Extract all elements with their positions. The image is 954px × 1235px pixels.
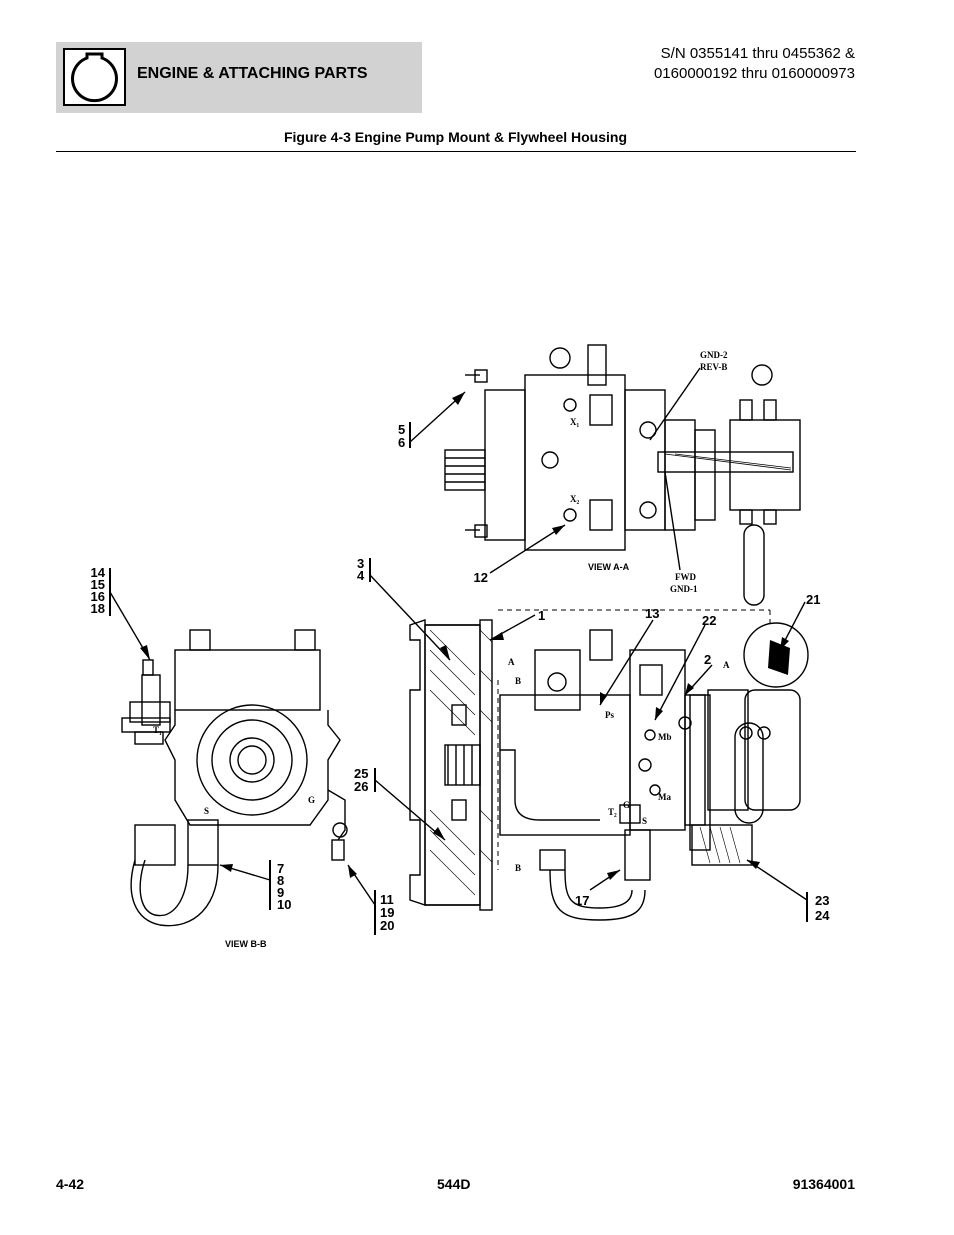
leader-arrows: [140, 392, 789, 880]
note-b-top: B: [515, 676, 521, 686]
serial-line-1: S/N 0355141 thru 0455362 &: [660, 45, 855, 62]
note-s-bb: S: [204, 806, 209, 816]
callout-11: 11: [380, 892, 394, 907]
callout-21: 21: [806, 592, 820, 607]
callout-1: 1: [538, 608, 545, 623]
note-gnd1: GND-1: [670, 584, 698, 594]
callout-brackets: [109, 422, 808, 935]
callout-17: 17: [575, 893, 589, 908]
callout-13: 13: [645, 606, 659, 621]
figure-title: Figure 4-3 Engine Pump Mount & Flywheel …: [283, 129, 627, 145]
callout-16: 16: [91, 589, 105, 604]
section-lines: [497, 609, 771, 870]
view-bb-label: VIEW B-B: [225, 939, 267, 949]
callout-9: 9: [277, 885, 284, 900]
leader-lines: [109, 367, 808, 906]
callout-23: 23: [815, 893, 829, 908]
note-ma: Ma: [658, 792, 671, 802]
serial-line-2: 0160000192 thru 0160000973: [653, 65, 855, 82]
model-number: 544D: [437, 1176, 471, 1192]
callout-19: 19: [380, 905, 394, 920]
callout-12: 12: [474, 570, 488, 585]
callout-6: 6: [398, 435, 405, 450]
callout-5: 5: [398, 422, 405, 437]
callout-15: 15: [91, 577, 105, 592]
note-t1: T₁: [153, 725, 162, 735]
callout-2: 2: [704, 652, 711, 667]
main-pump: [499, 622, 809, 921]
header-rule: [56, 151, 856, 152]
callout-20: 20: [380, 918, 394, 933]
callout-24: 24: [815, 908, 830, 923]
note-a-left: A: [508, 657, 515, 667]
note-ps: Ps: [605, 710, 614, 720]
view-aa-label: VIEW A-A: [588, 562, 630, 572]
callout-7: 7: [277, 861, 284, 876]
note-revb: REV-B: [700, 362, 727, 372]
note-s-main: S: [642, 816, 647, 826]
note-x1: X₁: [570, 417, 579, 427]
callout-22: 22: [702, 613, 716, 628]
callout-18: 18: [91, 601, 105, 616]
callout-26: 26: [354, 779, 368, 794]
note-gnd2: GND-2: [700, 350, 728, 360]
callout-14: 14: [91, 565, 106, 580]
flywheel-housing: [409, 619, 493, 911]
serial-range: S/N 0355141 thru 0455362 & 0160000192 th…: [654, 44, 855, 84]
pump-view-bb: [121, 629, 348, 927]
callout-25: 25: [354, 766, 368, 781]
parts-diagram: 5 6 12 3 4 1 13 22 2 21 14 15 16 18 25 2…: [91, 344, 830, 949]
note-g-main: G: [623, 800, 630, 810]
engine-icon: [63, 48, 126, 106]
callout-10: 10: [277, 897, 291, 912]
callout-8: 8: [277, 873, 284, 888]
document-number: 91364001: [792, 1176, 855, 1192]
note-a-right: A: [723, 660, 730, 670]
note-x2: X₂: [570, 494, 579, 504]
note-mb: Mb: [658, 732, 672, 742]
callout-4: 4: [357, 568, 365, 583]
note-t2: T₂: [608, 807, 617, 817]
note-fwd: FWD: [675, 572, 696, 582]
page-number: 4-42: [56, 1176, 85, 1192]
note-b-bottom: B: [515, 863, 521, 873]
callout-3: 3: [357, 556, 364, 571]
note-g-bb: G: [308, 795, 315, 805]
section-title: ENGINE & ATTACHING PARTS: [137, 65, 368, 82]
